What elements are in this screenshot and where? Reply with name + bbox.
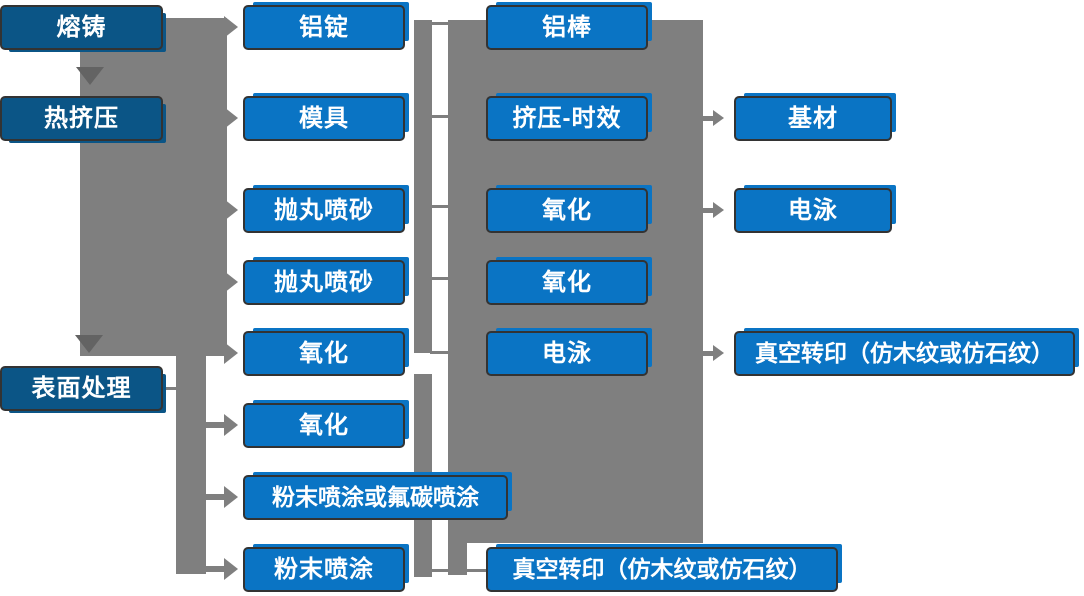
arrowhead-shot-blast-1: [224, 199, 238, 221]
node-shot-blast-sandblast-1: 抛丸喷砂: [243, 188, 405, 233]
arrowhead-down-surface-treatment: [75, 335, 103, 353]
node-aluminum-ingot: 铝锭: [243, 5, 405, 50]
link-row2: [430, 115, 448, 118]
connector-mid-rail-top: [414, 20, 432, 353]
arrowhead-aluminum-ingot: [224, 16, 238, 38]
arrowhead-electrophoresis: [713, 202, 724, 218]
connector-left-band-lower: [176, 355, 206, 574]
link-row5: [430, 351, 448, 354]
arrowhead-powder-spray: [224, 558, 238, 580]
node-aluminum-rod: 铝棒: [486, 5, 648, 50]
arrowhead-vacuum-transfer: [713, 345, 724, 361]
node-vacuum-transfer-print-bottom: 真空转印（仿木纹或仿石纹）: [486, 547, 838, 592]
arrowhead-oxidation-2: [224, 414, 238, 436]
node-powder-spray: 粉末喷涂: [243, 547, 405, 592]
arrowhead-powder-fluorocarbon: [224, 486, 238, 508]
node-base-material: 基材: [734, 96, 892, 141]
arrowhead-base-material: [713, 110, 724, 126]
arrowhead-die-mold: [224, 107, 238, 129]
node-die-mold: 模具: [243, 96, 405, 141]
connector-left-band: [80, 18, 227, 356]
arrowhead-shot-blast-2: [224, 271, 238, 293]
stub-row8: [206, 566, 226, 572]
node-powder-or-fluorocarbon-spray: 粉末喷涂或氟碳喷涂: [243, 475, 508, 520]
node-oxidation-2: 氧化: [243, 403, 405, 448]
node-shot-blast-sandblast-2: 抛丸喷砂: [243, 260, 405, 305]
link-row1: [414, 22, 448, 25]
connector-panel-foot: [448, 543, 467, 575]
node-oxidation-4: 氧化: [486, 260, 648, 305]
node-extrusion-aging: 挤压-时效: [486, 96, 648, 141]
node-surface-treatment: 表面处理: [0, 366, 163, 411]
link-bottom-row: [430, 569, 487, 572]
stub-row6: [206, 422, 226, 428]
stub-vacuum-transfer: [703, 351, 714, 356]
node-vacuum-transfer-print-right: 真空转印（仿木纹或仿石纹）: [734, 331, 1075, 376]
node-oxidation-3: 氧化: [486, 188, 648, 233]
link-row4: [430, 277, 448, 280]
stub-base-material: [703, 116, 714, 121]
link-surface-treatment: [163, 387, 176, 390]
stub-row7: [206, 494, 226, 500]
node-hot-extrusion: 热挤压: [0, 96, 163, 141]
node-electrophoresis-2: 电泳: [734, 188, 892, 233]
link-row3: [430, 205, 448, 208]
node-melting-casting: 熔铸: [0, 5, 163, 50]
node-oxidation-1: 氧化: [243, 331, 405, 376]
stub-electrophoresis: [703, 208, 714, 213]
node-electrophoresis-1: 电泳: [486, 331, 648, 376]
arrowhead-down-hot-extrusion: [76, 67, 104, 85]
arrowhead-oxidation-1: [224, 342, 238, 364]
